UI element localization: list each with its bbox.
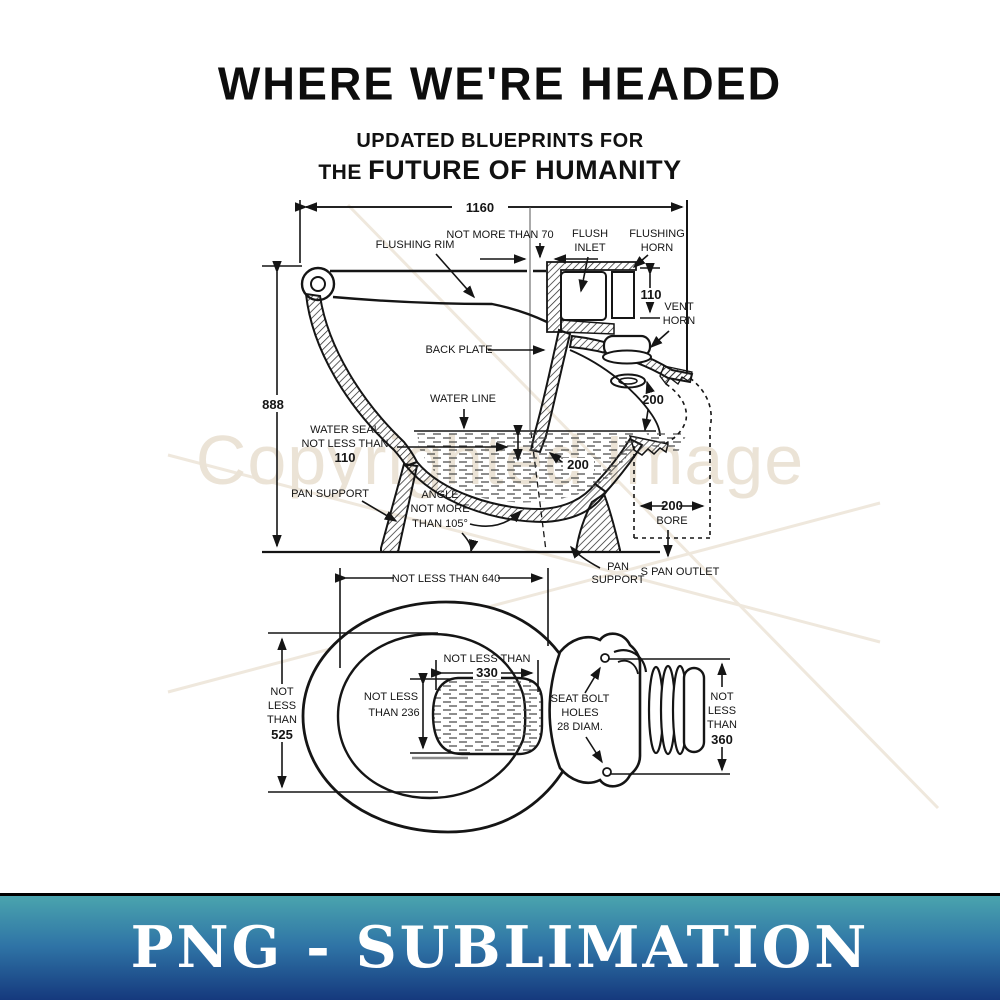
svg-text:888: 888 <box>262 397 284 412</box>
subtitle-main: FUTURE OF HUMANITY <box>368 155 682 185</box>
design-title: WHERE WE'RE HEADED <box>217 56 783 110</box>
svg-text:INLET: INLET <box>574 242 605 254</box>
svg-text:WATER LINE: WATER LINE <box>430 393 496 405</box>
svg-text:1160: 1160 <box>466 200 494 215</box>
svg-text:200: 200 <box>567 457 589 472</box>
svg-text:THAN 236: THAN 236 <box>368 707 419 719</box>
svg-text:360: 360 <box>711 732 733 747</box>
dim-525: NOT LESS THAN 525 <box>267 632 438 793</box>
dim-200-bore: 200 BORE <box>639 498 705 558</box>
svg-text:FLUSHING: FLUSHING <box>629 228 685 240</box>
svg-text:BACK PLATE: BACK PLATE <box>425 344 492 356</box>
svg-text:NOT MORE THAN 70: NOT MORE THAN 70 <box>446 229 553 241</box>
water-area <box>414 430 688 503</box>
svg-text:VENT: VENT <box>664 301 694 313</box>
svg-text:NOT LESS THAN 640: NOT LESS THAN 640 <box>392 573 500 585</box>
dim-110-horn: 110 <box>637 262 665 319</box>
toilet-plan-view <box>301 600 706 834</box>
subtitle-the: THE <box>318 161 369 184</box>
svg-text:FLUSH: FLUSH <box>572 228 608 240</box>
cross-section-labels: FLUSHING RIM NOT MORE THAN 70 FLUSH INLE… <box>291 228 720 586</box>
svg-text:LESS: LESS <box>708 705 736 717</box>
dim-360: NOT LESS THAN 360 <box>609 658 737 775</box>
svg-text:THAN: THAN <box>267 714 297 726</box>
banner-text: PNG - SUBLIMATION <box>130 914 870 981</box>
product-banner: PNG - SUBLIMATION <box>0 893 1000 1000</box>
svg-text:NOT: NOT <box>710 691 734 703</box>
svg-text:NOT: NOT <box>270 686 294 698</box>
dim-1160: 1160 <box>294 199 688 373</box>
svg-text:THAN: THAN <box>707 719 737 731</box>
subtitle-line1: UPDATED BLUEPRINTS FOR <box>356 130 644 152</box>
spigot-end <box>682 666 706 754</box>
svg-text:525: 525 <box>271 727 293 742</box>
back-flange-outline <box>548 632 642 788</box>
svg-text:NOT LESS: NOT LESS <box>364 691 418 703</box>
seat-bolt-callout: SEAT BOLT HOLES 28 DIAM. <box>551 666 610 764</box>
svg-text:PAN SUPPORT: PAN SUPPORT <box>291 488 369 500</box>
svg-text:110: 110 <box>335 450 356 465</box>
dim-640: NOT LESS THAN 640 <box>334 568 549 668</box>
svg-text:NOT LESS THAN: NOT LESS THAN <box>443 653 530 665</box>
svg-text:HOLES: HOLES <box>561 707 598 719</box>
dim-888: 888 <box>254 260 302 548</box>
water-surface <box>431 676 544 756</box>
svg-text:FLUSHING RIM: FLUSHING RIM <box>376 239 455 251</box>
svg-text:HORN: HORN <box>641 242 673 254</box>
svg-text:200: 200 <box>642 392 664 407</box>
svg-text:S PAN OUTLET: S PAN OUTLET <box>641 566 720 578</box>
svg-text:LESS: LESS <box>268 700 296 712</box>
svg-text:NOT MORE: NOT MORE <box>410 503 469 515</box>
cross-section-diagram: 1160 888 <box>254 199 720 586</box>
plan-view-diagram: NOT LESS THAN 640 NOT LESS THAN 330 NOT … <box>267 568 737 834</box>
seat-bolt-hole-bottom <box>602 767 612 777</box>
svg-text:WATER SEAL: WATER SEAL <box>310 424 380 436</box>
svg-text:ANGLE: ANGLE <box>421 489 458 501</box>
subtitle-line2: THE FUTURE OF HUMANITY <box>0 155 1000 186</box>
svg-text:SUPPORT: SUPPORT <box>592 574 645 586</box>
s-pan-bore <box>633 377 712 539</box>
seat-bolt-hole-top <box>600 653 610 663</box>
svg-text:BORE: BORE <box>656 515 687 527</box>
svg-text:330: 330 <box>476 665 498 680</box>
svg-text:NOT LESS THAN: NOT LESS THAN <box>301 438 388 450</box>
dim-330: NOT LESS THAN 330 <box>430 653 539 692</box>
svg-text:SEAT BOLT: SEAT BOLT <box>551 693 610 705</box>
svg-text:28 DIAM.: 28 DIAM. <box>557 721 603 733</box>
svg-text:200: 200 <box>661 498 683 513</box>
dim-236: NOT LESS THAN 236 <box>364 672 470 760</box>
toilet-cross-section <box>300 261 694 553</box>
svg-text:PAN: PAN <box>607 561 629 573</box>
svg-text:THAN 105°: THAN 105° <box>412 518 468 530</box>
svg-text:110: 110 <box>641 287 662 302</box>
svg-text:HORN: HORN <box>663 315 695 327</box>
